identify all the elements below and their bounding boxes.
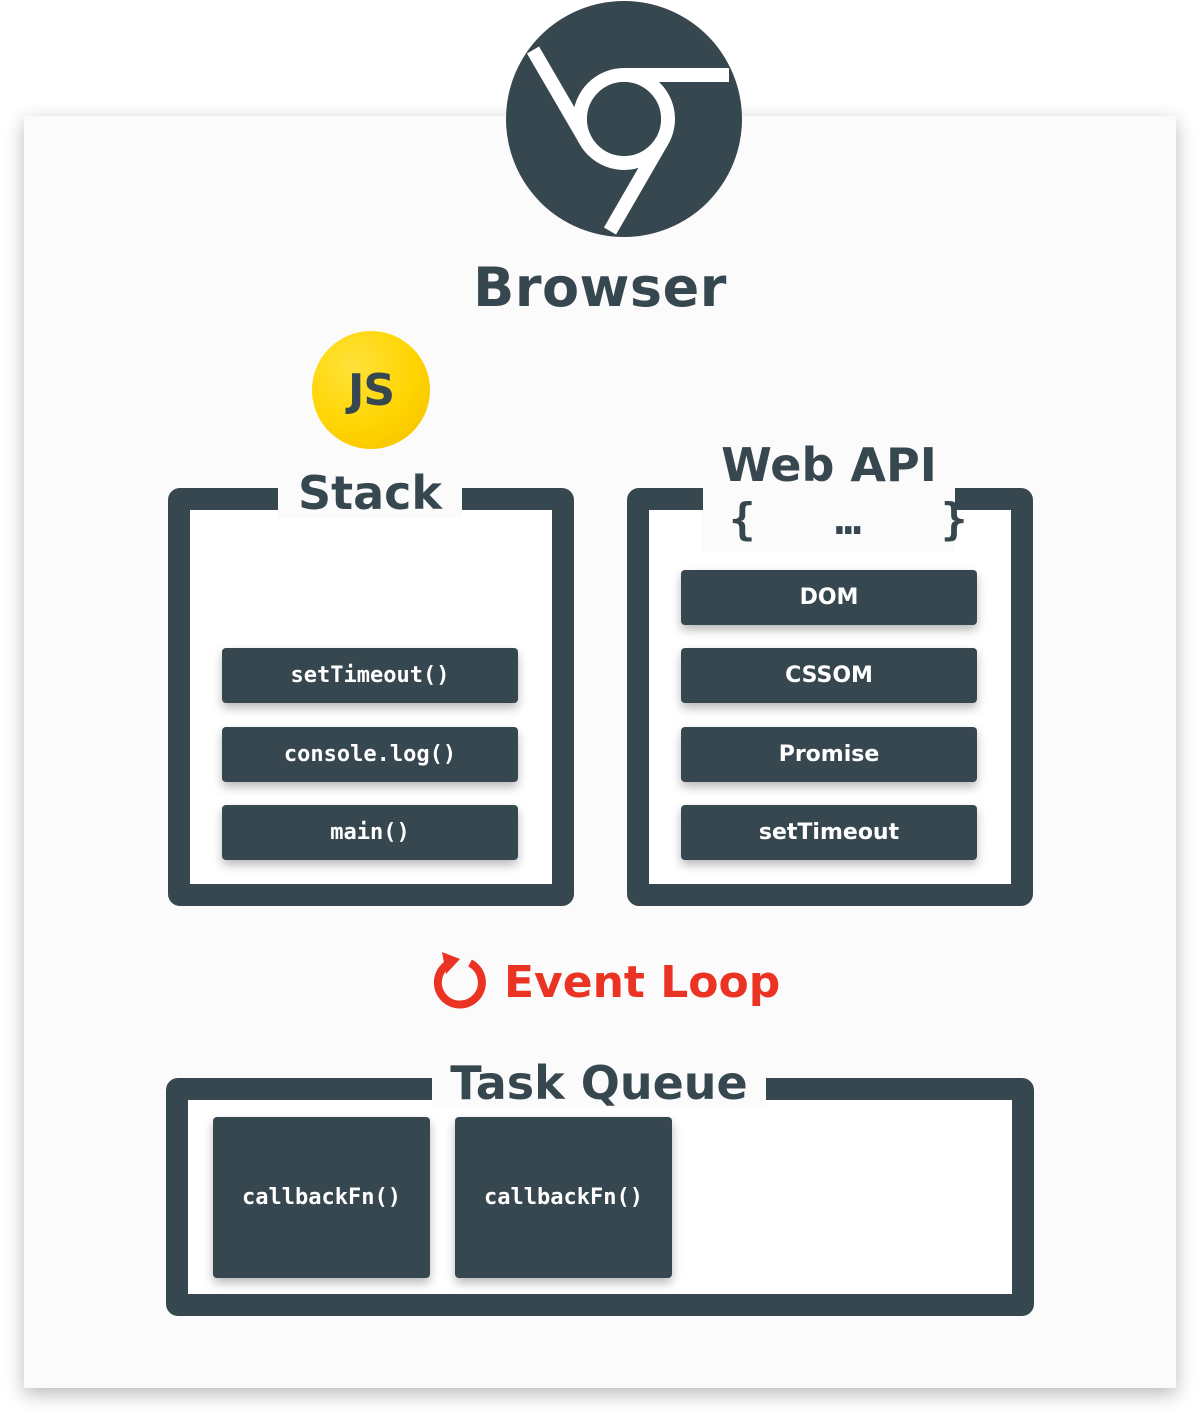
stack-item: main() xyxy=(222,805,518,860)
js-badge-label: JS xyxy=(347,364,395,416)
stack-item: setTimeout() xyxy=(222,648,518,703)
task-queue-title-gap xyxy=(432,1072,766,1108)
refresh-loop-icon xyxy=(433,952,486,1009)
web-api-braces: { … } xyxy=(729,494,968,545)
stack-title: Stack xyxy=(297,466,443,520)
task-queue-item: callbackFn() xyxy=(213,1117,430,1278)
stack-item: console.log() xyxy=(222,727,518,782)
web-api-item: CSSOM xyxy=(681,648,977,703)
web-api-item: Promise xyxy=(681,727,977,782)
task-queue-item: callbackFn() xyxy=(455,1117,672,1278)
browser-title: Browser xyxy=(473,256,727,319)
web-api-title: Web API xyxy=(721,438,937,492)
js-logo-icon: JS xyxy=(312,331,430,449)
web-api-item: setTimeout xyxy=(681,805,977,860)
web-api-item: DOM xyxy=(681,570,977,625)
chrome-logo-icon xyxy=(506,1,742,237)
stack-title-gap xyxy=(278,482,462,518)
task-queue-title: Task Queue xyxy=(450,1056,748,1110)
event-loop-label: Event Loop xyxy=(504,956,781,1008)
web-api-title-gap xyxy=(703,482,955,552)
event-loop: Event Loop xyxy=(426,950,780,1014)
